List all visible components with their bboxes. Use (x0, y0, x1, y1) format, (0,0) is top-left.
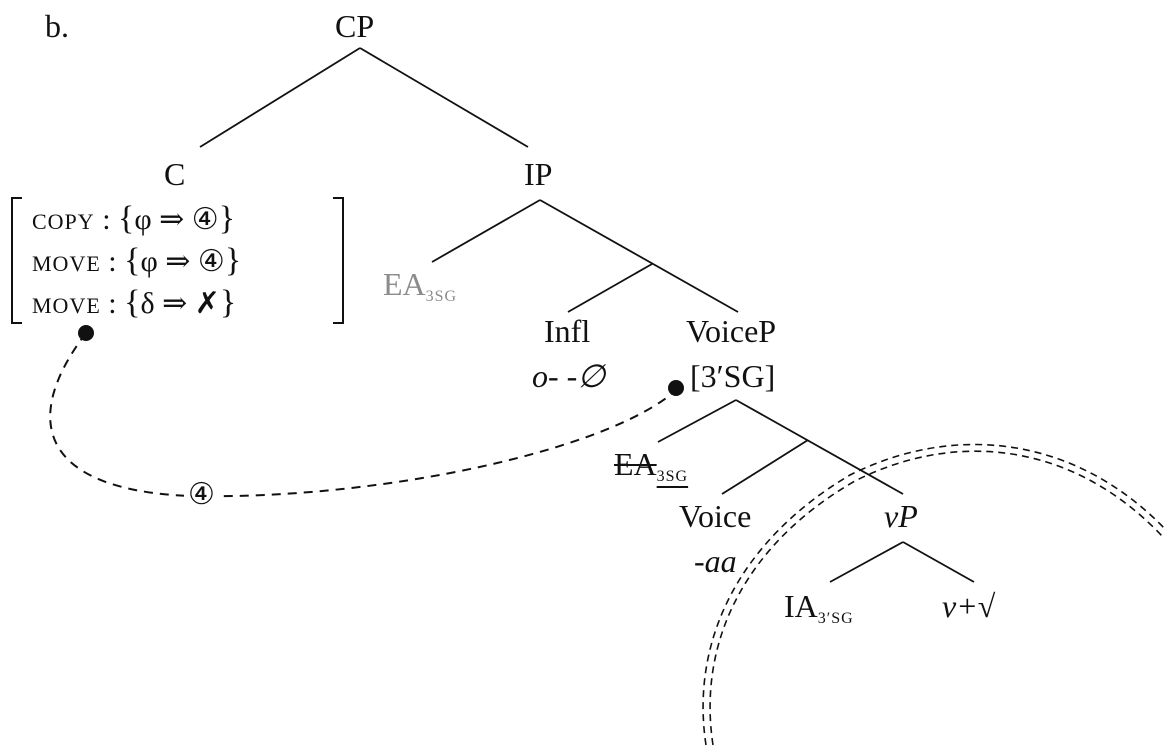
feature-lbrace: { (124, 284, 141, 321)
vp-label: νP (884, 498, 918, 534)
ea-subscript: 3SG (425, 288, 458, 305)
arc-start-dot (78, 325, 94, 341)
feature-lbrace: { (124, 242, 141, 279)
voice-morph: -aa (694, 543, 737, 579)
feature-rbrace: } (224, 242, 242, 279)
ea-label: EA (383, 266, 426, 302)
branch-vp-vroot (902, 541, 975, 583)
feature-lbrace: { (118, 200, 135, 237)
panel-label: b. (45, 8, 69, 44)
branch-ibar-infl (567, 263, 653, 313)
phase-boundary (702, 443, 1166, 746)
ea-copy-subscript: 3SG (656, 468, 689, 485)
ea-copy-text: EA (614, 446, 657, 482)
feature-op: COPY (32, 209, 95, 234)
feature-sep: : (94, 203, 119, 236)
branch-cp-c (199, 47, 361, 148)
feature-op: MOVE (32, 293, 101, 318)
node-cp: CP (335, 8, 375, 44)
infl-morph: o- -∅ (532, 358, 606, 394)
node-ea-copy: EA3SG (614, 446, 689, 485)
feature-bracket (11, 197, 344, 324)
node-v-root: ν+√ (942, 588, 996, 624)
left-bracket (11, 197, 22, 324)
ia-subscript: 3′SG (817, 610, 854, 627)
branch-vp-ia (829, 541, 904, 583)
feature-sep: : (100, 287, 125, 320)
node-c: C (164, 156, 186, 192)
ia-label: IA (784, 588, 818, 624)
feature-content: φ ⇒ ④ (134, 203, 219, 236)
node-infl: Infl (544, 313, 591, 349)
feature-rbrace: } (218, 200, 236, 237)
feature-content: δ ⇒ ✗ (140, 287, 220, 320)
feature-content: φ ⇒ ④ (140, 245, 225, 278)
branch-cp-ip (359, 47, 529, 148)
feature-sep: : (100, 245, 125, 278)
branch-voicep-ea-copy (657, 399, 737, 443)
feature-rbrace: } (219, 284, 237, 321)
node-vp: νP (884, 500, 918, 532)
branch-voicebar-voice (721, 439, 809, 495)
node-ia: IA3′SG (784, 588, 854, 627)
arc-label: ④ (184, 480, 219, 510)
node-ip: IP (524, 156, 553, 192)
feature-row-move-delta: MOVE : {δ ⇒ ✗} (32, 286, 236, 320)
voicep-feature: [3′SG] (690, 358, 776, 394)
feature-row-copy: COPY : {φ ⇒ ④} (32, 202, 235, 236)
node-voicep: VoiceP (686, 313, 777, 349)
branch-voicep-voicebar (735, 399, 904, 495)
node-voice: Voice (679, 498, 752, 534)
arc-end-dot (668, 380, 684, 396)
feature-op: MOVE (32, 251, 101, 276)
ea-copy-label: EA3SG (614, 446, 689, 485)
node-ea: EA3SG (383, 266, 457, 305)
feature-row-move-phi: MOVE : {φ ⇒ ④} (32, 244, 241, 278)
branch-ip-ea (431, 199, 541, 263)
right-bracket (333, 197, 344, 324)
branch-ip-ibar (539, 199, 739, 313)
